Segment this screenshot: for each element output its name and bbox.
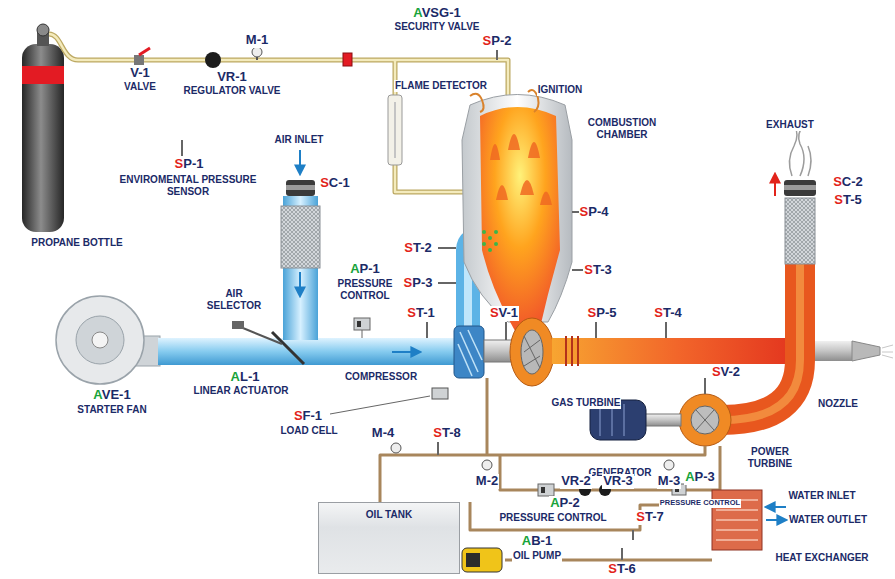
- part-label: SECURITY VALVE: [393, 21, 480, 33]
- callout-number: M-1: [245, 33, 269, 48]
- part-label: HEAT EXCHANGER: [774, 552, 869, 564]
- callout-number: SV-2: [711, 365, 741, 380]
- callout-number: V-1: [129, 66, 151, 81]
- callout-number: AVSG-1: [412, 6, 461, 21]
- part-label: COMBUSTION CHAMBER: [579, 117, 665, 140]
- callout-number: SV-1: [489, 306, 519, 321]
- callout-number: AP-2: [549, 496, 581, 511]
- callout-number: SC-1: [319, 176, 351, 191]
- part-label: ENVIROMENTAL PRESSURE SENSOR: [117, 174, 259, 197]
- callout-number: SP-2: [482, 34, 513, 49]
- callout-number: VR-3: [602, 474, 634, 489]
- callout-number: SF-1: [293, 409, 323, 424]
- callout-number: M-3: [657, 474, 681, 489]
- callout-number: AL-1: [230, 370, 261, 385]
- part-label: STARTER FAN: [76, 404, 147, 416]
- callout-number: M-2: [475, 474, 499, 489]
- tank-label: OIL TANK: [319, 503, 459, 520]
- part-label: PRESSURE CONTROL: [329, 278, 401, 301]
- part-label: LOAD CELL: [279, 425, 338, 437]
- part-label: COMPRESSOR: [344, 371, 418, 383]
- part-label: EXHAUST: [765, 119, 815, 131]
- callout-number: ST-3: [583, 263, 612, 278]
- part-label: IGNITION: [537, 84, 583, 96]
- callout-number: SP-3: [403, 276, 434, 291]
- part-label: VALVE: [123, 81, 157, 93]
- part-label: PRESSURE CONTROL: [498, 512, 607, 524]
- tank-box: OIL TANK: [318, 502, 460, 574]
- callout-number: ST-1: [406, 306, 435, 321]
- callout-number: AVE-1: [92, 388, 131, 403]
- callout-number: VR-2: [560, 474, 592, 489]
- part-label: AIR INLET: [274, 134, 325, 146]
- callout-number: M-4: [371, 426, 395, 441]
- callout-number: AB-1: [521, 534, 553, 549]
- callout-number: ST-2: [403, 241, 432, 256]
- callout-number: SP-5: [587, 306, 618, 321]
- callout-number: ST-6: [607, 562, 636, 577]
- callout-number: SC-2: [832, 175, 864, 190]
- part-label: PROPANE BOTTLE: [30, 237, 123, 249]
- callout-number: AP-1: [349, 262, 381, 277]
- part-label: WATER INLET: [787, 490, 856, 502]
- callout-number: ST-4: [653, 306, 682, 321]
- callout-number: ST-8: [432, 426, 461, 441]
- callout-number: SP-4: [579, 205, 610, 220]
- callout-number: ST-7: [635, 510, 664, 525]
- part-label: GAS TURBINE: [551, 397, 622, 409]
- callout-number: SP-1: [174, 157, 205, 172]
- callout-number: AP-3: [684, 470, 716, 485]
- callout-number: ST-5: [833, 193, 862, 208]
- part-label: OIL PUMP: [512, 550, 562, 562]
- part-label: REGULATOR VALVE: [182, 85, 281, 97]
- part-label: AIR SELECTOR: [202, 288, 266, 311]
- part-label: WATER OUTLET: [788, 514, 868, 526]
- part-label: NOZZLE: [817, 398, 859, 410]
- part-label: PRESSURE CONTROL: [659, 499, 741, 508]
- part-label: POWER TURBINE: [738, 446, 802, 469]
- part-label: FLAME DETECTOR: [394, 80, 488, 92]
- part-label: LINEAR ACTUATOR: [193, 385, 290, 397]
- callout-number: VR-1: [216, 70, 248, 85]
